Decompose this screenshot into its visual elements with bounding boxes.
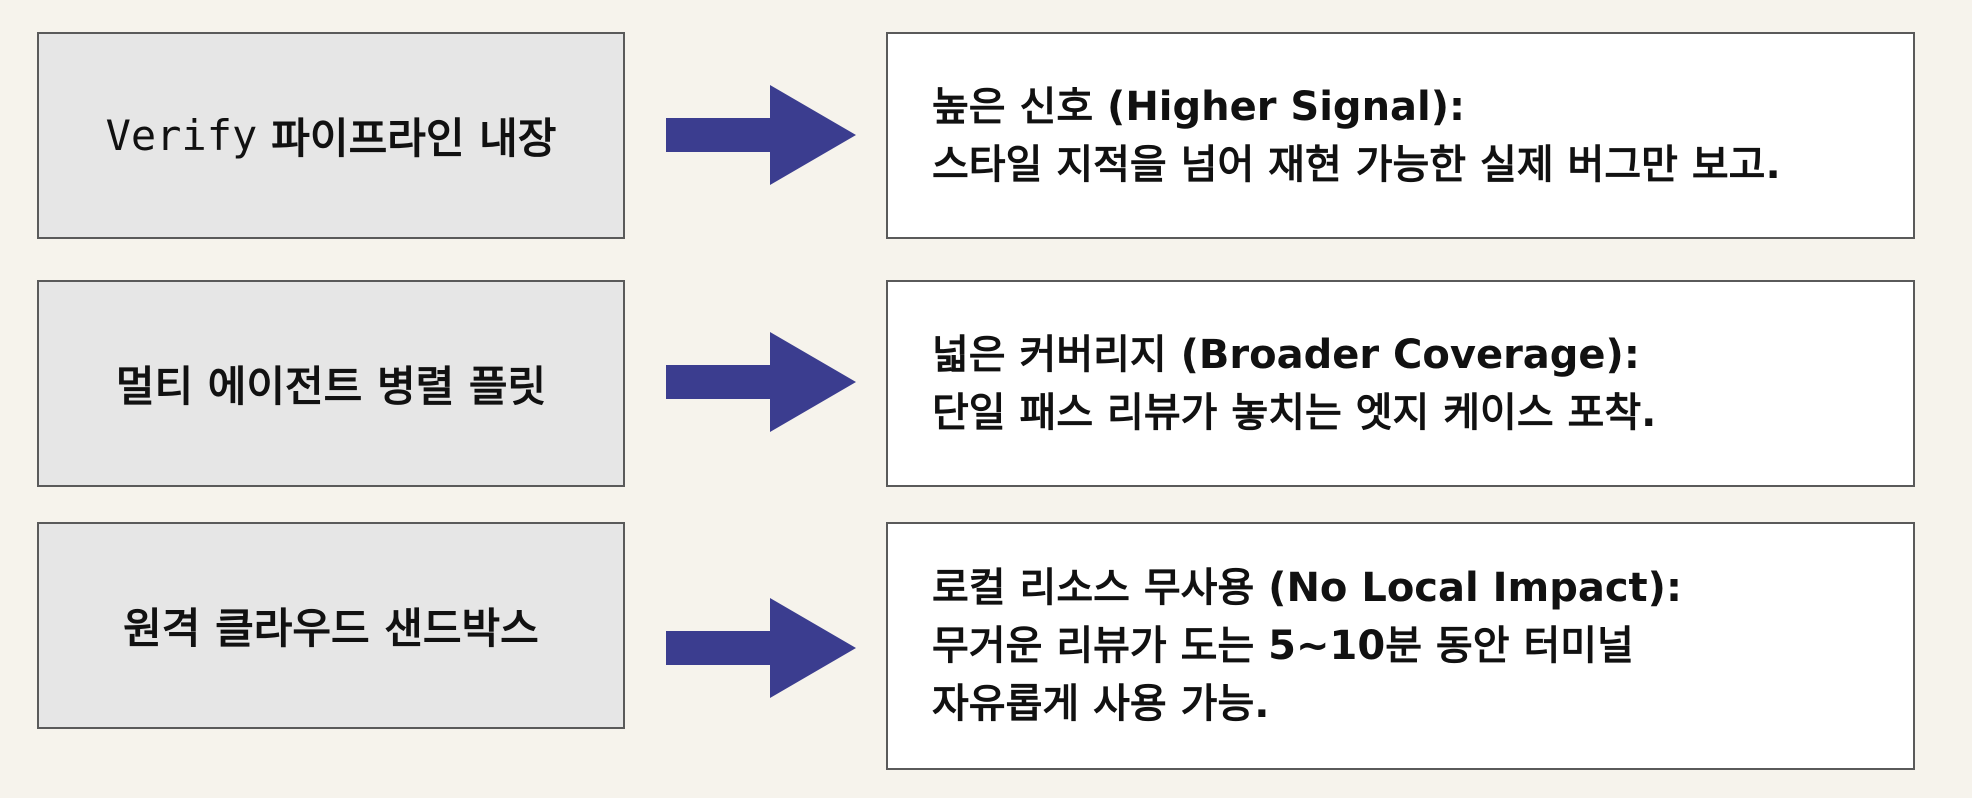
benefit-box-higher-signal: 높은 신호 (Higher Signal): 스타일 지적을 넘어 재현 가능한…	[886, 32, 1915, 239]
benefit-desc-no-local-impact-line2: 자유롭게 사용 가능.	[932, 681, 1270, 727]
feature-box-verify-pipeline: Verify 파이프라인 내장	[37, 32, 625, 239]
right-arrow-icon	[666, 85, 856, 185]
feature-box-cloud-sandbox: 원격 클라우드 샌드박스	[37, 522, 625, 729]
feature-label-verify-pipeline: 파이프라인 내장	[271, 114, 557, 163]
benefit-box-no-local-impact: 로컬 리소스 무사용 (No Local Impact): 무거운 리뷰가 도는…	[886, 522, 1915, 770]
feature-label-multi-agent: 멀티 에이전트 병렬 플릿	[115, 362, 547, 411]
feature-label-cloud-sandbox: 원격 클라우드 샌드박스	[123, 604, 539, 653]
benefit-title-no-local-impact: 로컬 리소스 무사용 (No Local Impact):	[932, 565, 1682, 611]
benefit-desc-higher-signal: 스타일 지적을 넘어 재현 가능한 실제 버그만 보고.	[932, 141, 1781, 188]
benefit-title-higher-signal: 높은 신호 (Higher Signal):	[932, 83, 1466, 130]
right-arrow-icon	[666, 332, 856, 432]
benefit-box-broader-coverage: 넓은 커버리지 (Broader Coverage): 단일 패스 리뷰가 놓치…	[886, 280, 1915, 487]
benefit-desc-no-local-impact-line1: 무거운 리뷰가 도는 5~10분 동안 터미널	[932, 623, 1634, 669]
feature-code-verify: Verify	[105, 111, 258, 160]
benefit-desc-broader-coverage: 단일 패스 리뷰가 놓치는 엣지 케이스 포착.	[932, 389, 1657, 436]
feature-box-multi-agent: 멀티 에이전트 병렬 플릿	[37, 280, 625, 487]
right-arrow-icon	[666, 598, 856, 698]
benefit-title-broader-coverage: 넓은 커버리지 (Broader Coverage):	[932, 331, 1640, 378]
